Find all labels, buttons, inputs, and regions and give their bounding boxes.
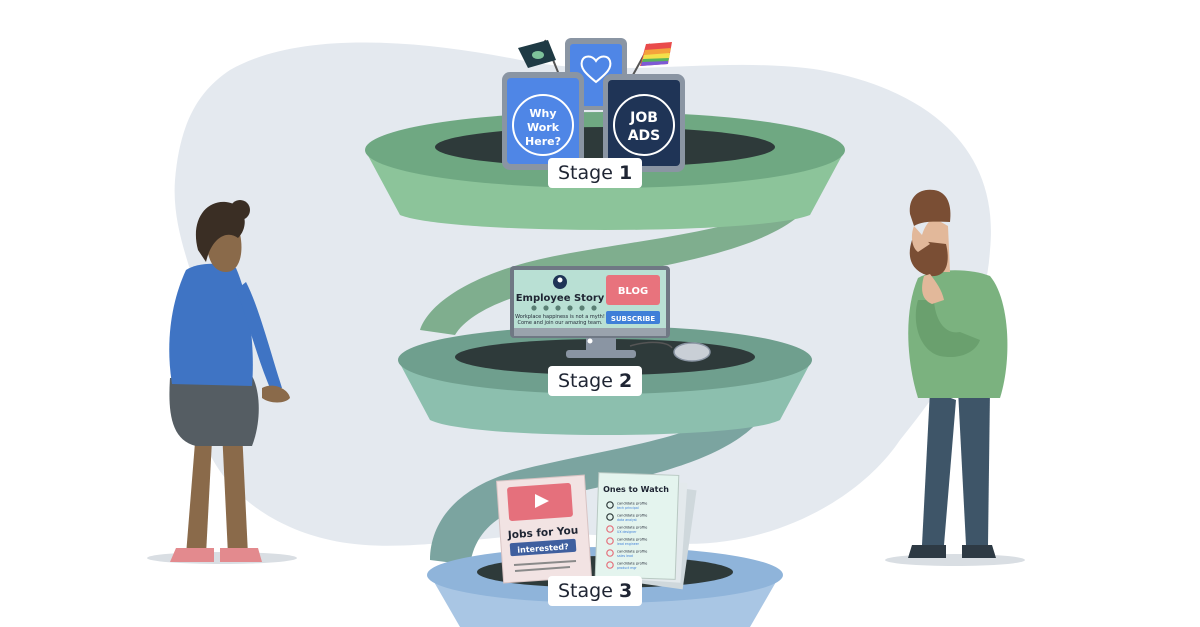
play-icon	[535, 494, 549, 508]
watch-item-detail: product mgr	[617, 566, 637, 570]
watch-item-name: candidate profile	[617, 538, 648, 542]
star-rating-icon	[531, 305, 597, 311]
ones-to-watch-title: Ones to Watch	[603, 485, 669, 494]
phone-left-line-2: Work	[527, 121, 560, 134]
watch-item-name: candidate profile	[617, 562, 648, 566]
profile-icon	[606, 561, 614, 569]
employee-story-title: Employee Story	[516, 293, 605, 304]
heart-icon	[580, 55, 612, 84]
phone-right-line-2: ADS	[628, 128, 661, 144]
subscribe-button: SUBSCRIBE	[611, 315, 656, 323]
profile-icon	[606, 549, 614, 557]
stage-1-number: 1	[618, 162, 633, 184]
stage-1-label: Stage 1	[548, 158, 643, 188]
phone-job-ads	[603, 74, 685, 172]
jobs-for-you-card	[496, 474, 592, 584]
ones-to-watch-card	[594, 472, 697, 590]
watch-item-detail: sales lead	[617, 554, 633, 558]
stage-3-text: Stage	[558, 580, 613, 602]
monitor	[510, 266, 670, 358]
watch-item-detail: data analyst	[617, 518, 638, 522]
interested-button: interested?	[517, 542, 569, 555]
phone-right-line-1: JOB	[629, 110, 658, 126]
stage-3-label: Stage 3	[548, 576, 643, 606]
profile-icon	[606, 525, 614, 533]
stage-2-text: Stage	[558, 370, 613, 392]
woman-figure	[147, 200, 297, 564]
stage-1-text: Stage	[558, 162, 613, 184]
phone-left-line-1: Why	[529, 107, 556, 120]
watch-item-name: candidate profile	[617, 550, 648, 554]
watch-item-detail: tech principal	[617, 506, 639, 510]
profile-icon	[606, 537, 614, 545]
profile-icon	[606, 501, 614, 509]
phone-why-work-here	[502, 72, 584, 170]
watch-item-name: candidate profile	[617, 514, 648, 518]
stage-2-label: Stage 2	[548, 366, 643, 396]
watch-item-name: candidate profile	[617, 526, 648, 530]
watch-item-detail: lead engineer	[617, 542, 640, 546]
phone-left-line-3: Here?	[525, 135, 561, 148]
computer-mouse-icon	[629, 341, 711, 362]
profile-icon	[606, 513, 614, 521]
spiral-ribbon-lower	[430, 410, 760, 565]
employee-story-text-2: Come and join our amazing team.	[517, 320, 602, 326]
watch-item-name: candidate profile	[617, 502, 648, 506]
stage-2-number: 2	[618, 370, 633, 392]
stage-2-ring	[398, 326, 812, 435]
stage-3-number: 3	[618, 580, 633, 602]
blog-button: BLOG	[618, 286, 648, 297]
man-figure	[885, 189, 1025, 566]
employee-story-text-1: Workplace happiness is not a myth!	[515, 314, 605, 320]
watch-item-detail: UX designer	[617, 530, 637, 534]
jobs-for-you-title: Jobs for You	[506, 525, 578, 542]
